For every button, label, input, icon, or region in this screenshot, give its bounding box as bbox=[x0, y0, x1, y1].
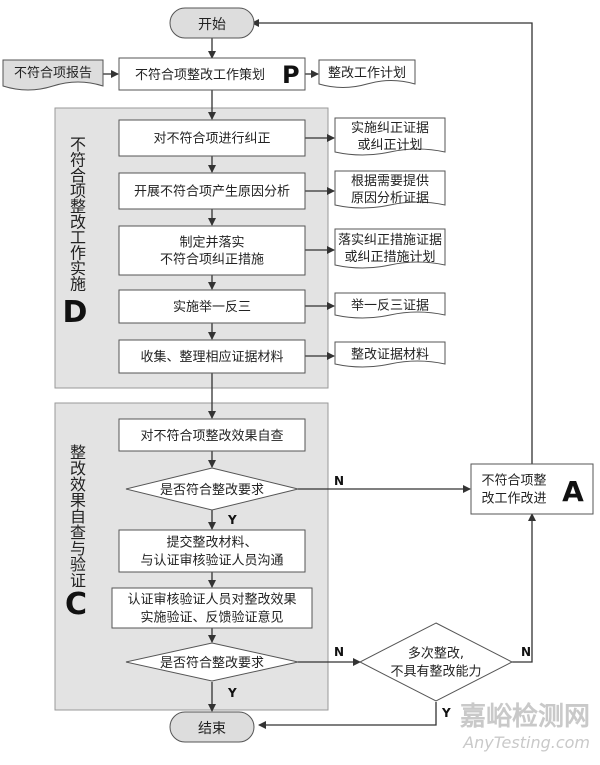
step-label: 实施验证、反馈验证意见 bbox=[140, 610, 283, 626]
decision-label: 多次整改, bbox=[408, 646, 464, 662]
watermark: 嘉峪检测网 AnyTesting.com bbox=[460, 701, 590, 752]
svg-text:AnyTesting.com: AnyTesting.com bbox=[462, 733, 590, 752]
input-report-document: 不符合项报告 bbox=[2, 59, 104, 91]
start-terminator: 开始 bbox=[169, 7, 255, 39]
title-char: 整 bbox=[70, 443, 86, 462]
title-char: 工 bbox=[70, 228, 86, 247]
step-label: 实施举一反三 bbox=[173, 300, 251, 315]
svg-text:对不符合项整改效果自查: 对不符合项整改效果自查 bbox=[140, 428, 283, 444]
svg-text:N: N bbox=[334, 645, 344, 659]
document-label: 整改证据材料 bbox=[351, 348, 429, 363]
svg-text:Y: Y bbox=[441, 706, 451, 720]
svg-text:Y: Y bbox=[227, 686, 237, 700]
step-label: 认证审核验证人员对整改效果 bbox=[127, 592, 296, 608]
svg-text:不符合项整改工作策划: 不符合项整改工作策划 bbox=[135, 67, 265, 83]
title-char: 果 bbox=[70, 491, 86, 510]
title-char: 不 bbox=[70, 135, 86, 154]
title-char: 证 bbox=[70, 571, 86, 590]
evidence-document: 举一反三证据 bbox=[334, 292, 446, 319]
improvement-letter: A bbox=[562, 475, 584, 508]
step-label: 改工作改进 bbox=[481, 492, 546, 507]
title-char: 合 bbox=[70, 166, 86, 185]
check-letter: C bbox=[65, 587, 87, 622]
title-char: 整 bbox=[70, 197, 86, 216]
flow-labels: N Y N N Y Y bbox=[227, 474, 531, 720]
step-label: 收集、整理相应证据材料 bbox=[140, 349, 283, 365]
plan-output-document: 整改工作计划 bbox=[318, 59, 416, 88]
document-label: 实施纠正证据 bbox=[351, 121, 429, 136]
plan-letter: P bbox=[282, 61, 300, 89]
decision-2: 是否符合整改要求 bbox=[125, 642, 299, 682]
svg-text:整改工作计划: 整改工作计划 bbox=[328, 66, 406, 81]
step-label: 不符合项纠正措施 bbox=[160, 252, 264, 268]
step-label: 不符合项整 bbox=[481, 473, 546, 489]
repeated-rectification-decision: 多次整改, 不具有整改能力 bbox=[358, 622, 514, 702]
document-label: 举一反三证据 bbox=[351, 299, 429, 314]
svg-text:不符合项报告: 不符合项报告 bbox=[14, 65, 92, 81]
title-char: 效 bbox=[70, 475, 86, 494]
title-char: 自 bbox=[70, 507, 86, 526]
decision-label: 不具有整改能力 bbox=[390, 665, 481, 680]
title-char: 改 bbox=[70, 213, 86, 232]
step-label: 制定并落实 bbox=[179, 236, 244, 251]
document-label: 或纠正措施计划 bbox=[344, 250, 435, 265]
document-label: 原因分析证据 bbox=[351, 191, 429, 206]
svg-text:开始: 开始 bbox=[198, 17, 226, 33]
step-label: 开展不符合项产生原因分析 bbox=[134, 184, 290, 200]
step-label: 对不符合项进行纠正 bbox=[153, 131, 270, 147]
step-label: 提交整改材料、 bbox=[166, 535, 257, 551]
svg-text:N: N bbox=[334, 474, 344, 488]
implementation-step: 开展不符合项产生原因分析 bbox=[118, 172, 306, 210]
implementation-step: 收集、整理相应证据材料 bbox=[118, 339, 306, 374]
document-label: 根据需要提供 bbox=[351, 173, 429, 189]
submit-materials-step: 提交整改材料、与认证审核验证人员沟通 bbox=[118, 529, 306, 573]
end-terminator: 结束 bbox=[169, 711, 255, 743]
title-char: 查 bbox=[70, 523, 86, 542]
title-char: 改 bbox=[70, 459, 86, 478]
decision-1: 是否符合整改要求 bbox=[125, 467, 299, 511]
plan-step: 不符合项整改工作策划 P bbox=[118, 57, 306, 91]
title-char: 符 bbox=[70, 151, 86, 170]
title-char: 与 bbox=[70, 539, 86, 558]
svg-text:结束: 结束 bbox=[198, 721, 226, 737]
step-label: 与认证审核验证人员沟通 bbox=[140, 553, 283, 569]
title-char: 实 bbox=[70, 259, 86, 278]
implementation-step: 实施举一反三 bbox=[118, 289, 306, 324]
implementation-letter: D bbox=[63, 295, 88, 330]
evidence-document: 整改证据材料 bbox=[334, 341, 446, 368]
svg-text:是否符合整改要求: 是否符合整改要求 bbox=[160, 482, 264, 498]
title-char: 验 bbox=[70, 555, 86, 574]
svg-text:N: N bbox=[521, 645, 531, 659]
self-check-step: 对不符合项整改效果自查 bbox=[118, 418, 306, 452]
title-char: 作 bbox=[70, 244, 86, 263]
document-label: 或纠正计划 bbox=[357, 138, 422, 153]
svg-text:Y: Y bbox=[227, 513, 237, 527]
svg-text:嘉峪检测网: 嘉峪检测网 bbox=[460, 701, 590, 732]
title-char: 施 bbox=[70, 275, 86, 294]
connectors bbox=[103, 19, 536, 729]
document-label: 落实纠正措施证据 bbox=[338, 233, 442, 248]
title-char: 项 bbox=[70, 182, 86, 201]
implementation-step: 对不符合项进行纠正 bbox=[118, 119, 306, 157]
svg-text:是否符合整改要求: 是否符合整改要求 bbox=[160, 655, 264, 671]
